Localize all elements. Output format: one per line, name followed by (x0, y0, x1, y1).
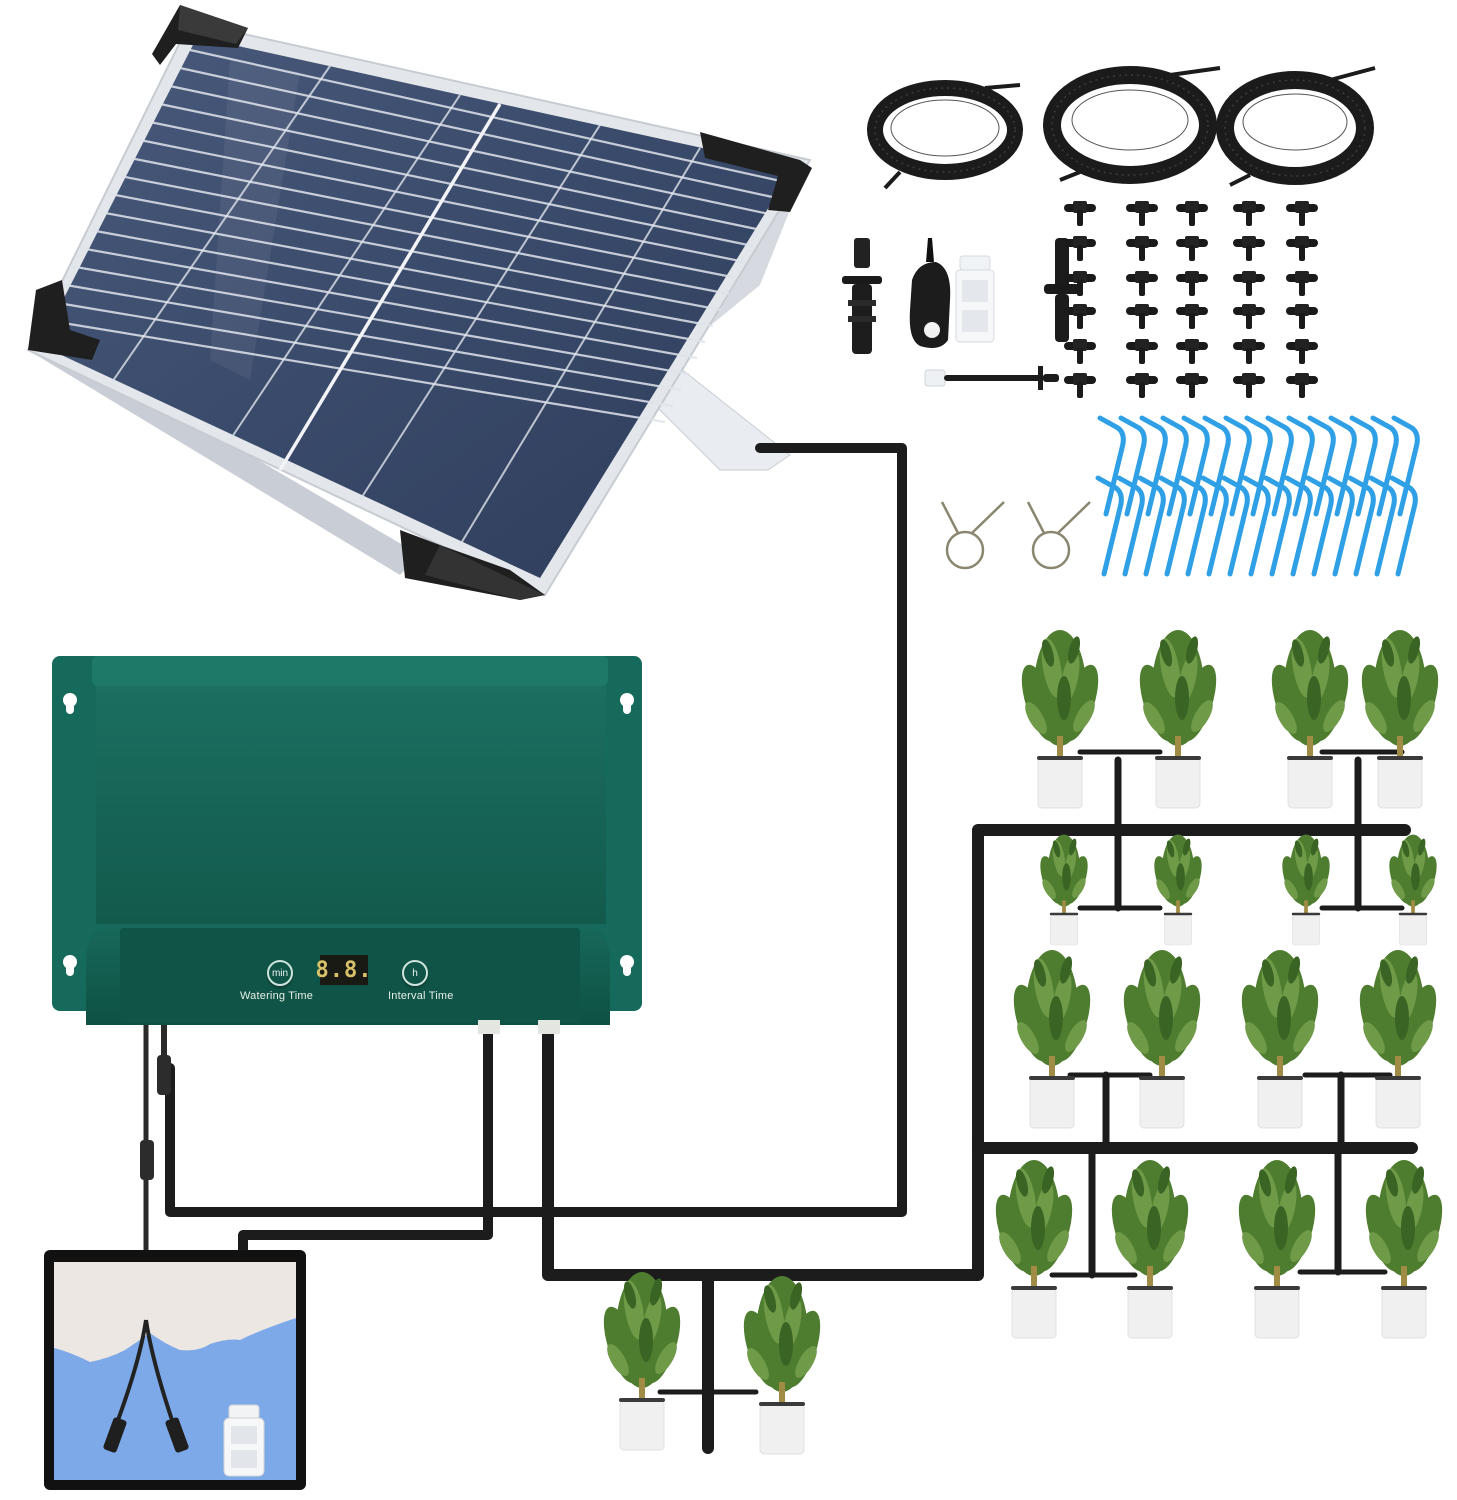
long-connector (924, 366, 1059, 390)
fittings (842, 238, 1080, 390)
watering-time-label: Watering Time (240, 990, 314, 1002)
controller-unit (52, 656, 642, 1034)
tubing-coil-3 (1216, 66, 1376, 187)
punch-tool (909, 238, 951, 348)
led-display: 8.8. (316, 955, 372, 985)
tubing-network (143, 443, 1418, 1454)
tubing-coil-1 (867, 80, 1023, 190)
barbed-connector (842, 238, 882, 354)
watering-time-button[interactable]: min (267, 960, 293, 986)
filter-white (955, 255, 995, 343)
tee-connectors (1064, 201, 1318, 398)
drip-stakes (1098, 418, 1417, 574)
cable-connectors (140, 1055, 171, 1180)
straight-connector (1044, 238, 1080, 342)
tubing-coils (867, 66, 1376, 190)
hose-clamps (940, 501, 1091, 570)
tubing-coil-2 (1043, 66, 1221, 184)
interval-time-label: Interval Time (388, 990, 454, 1002)
interval-time-button[interactable]: h (402, 960, 428, 986)
solar-panel (26, 5, 812, 600)
water-tank (44, 1250, 306, 1490)
